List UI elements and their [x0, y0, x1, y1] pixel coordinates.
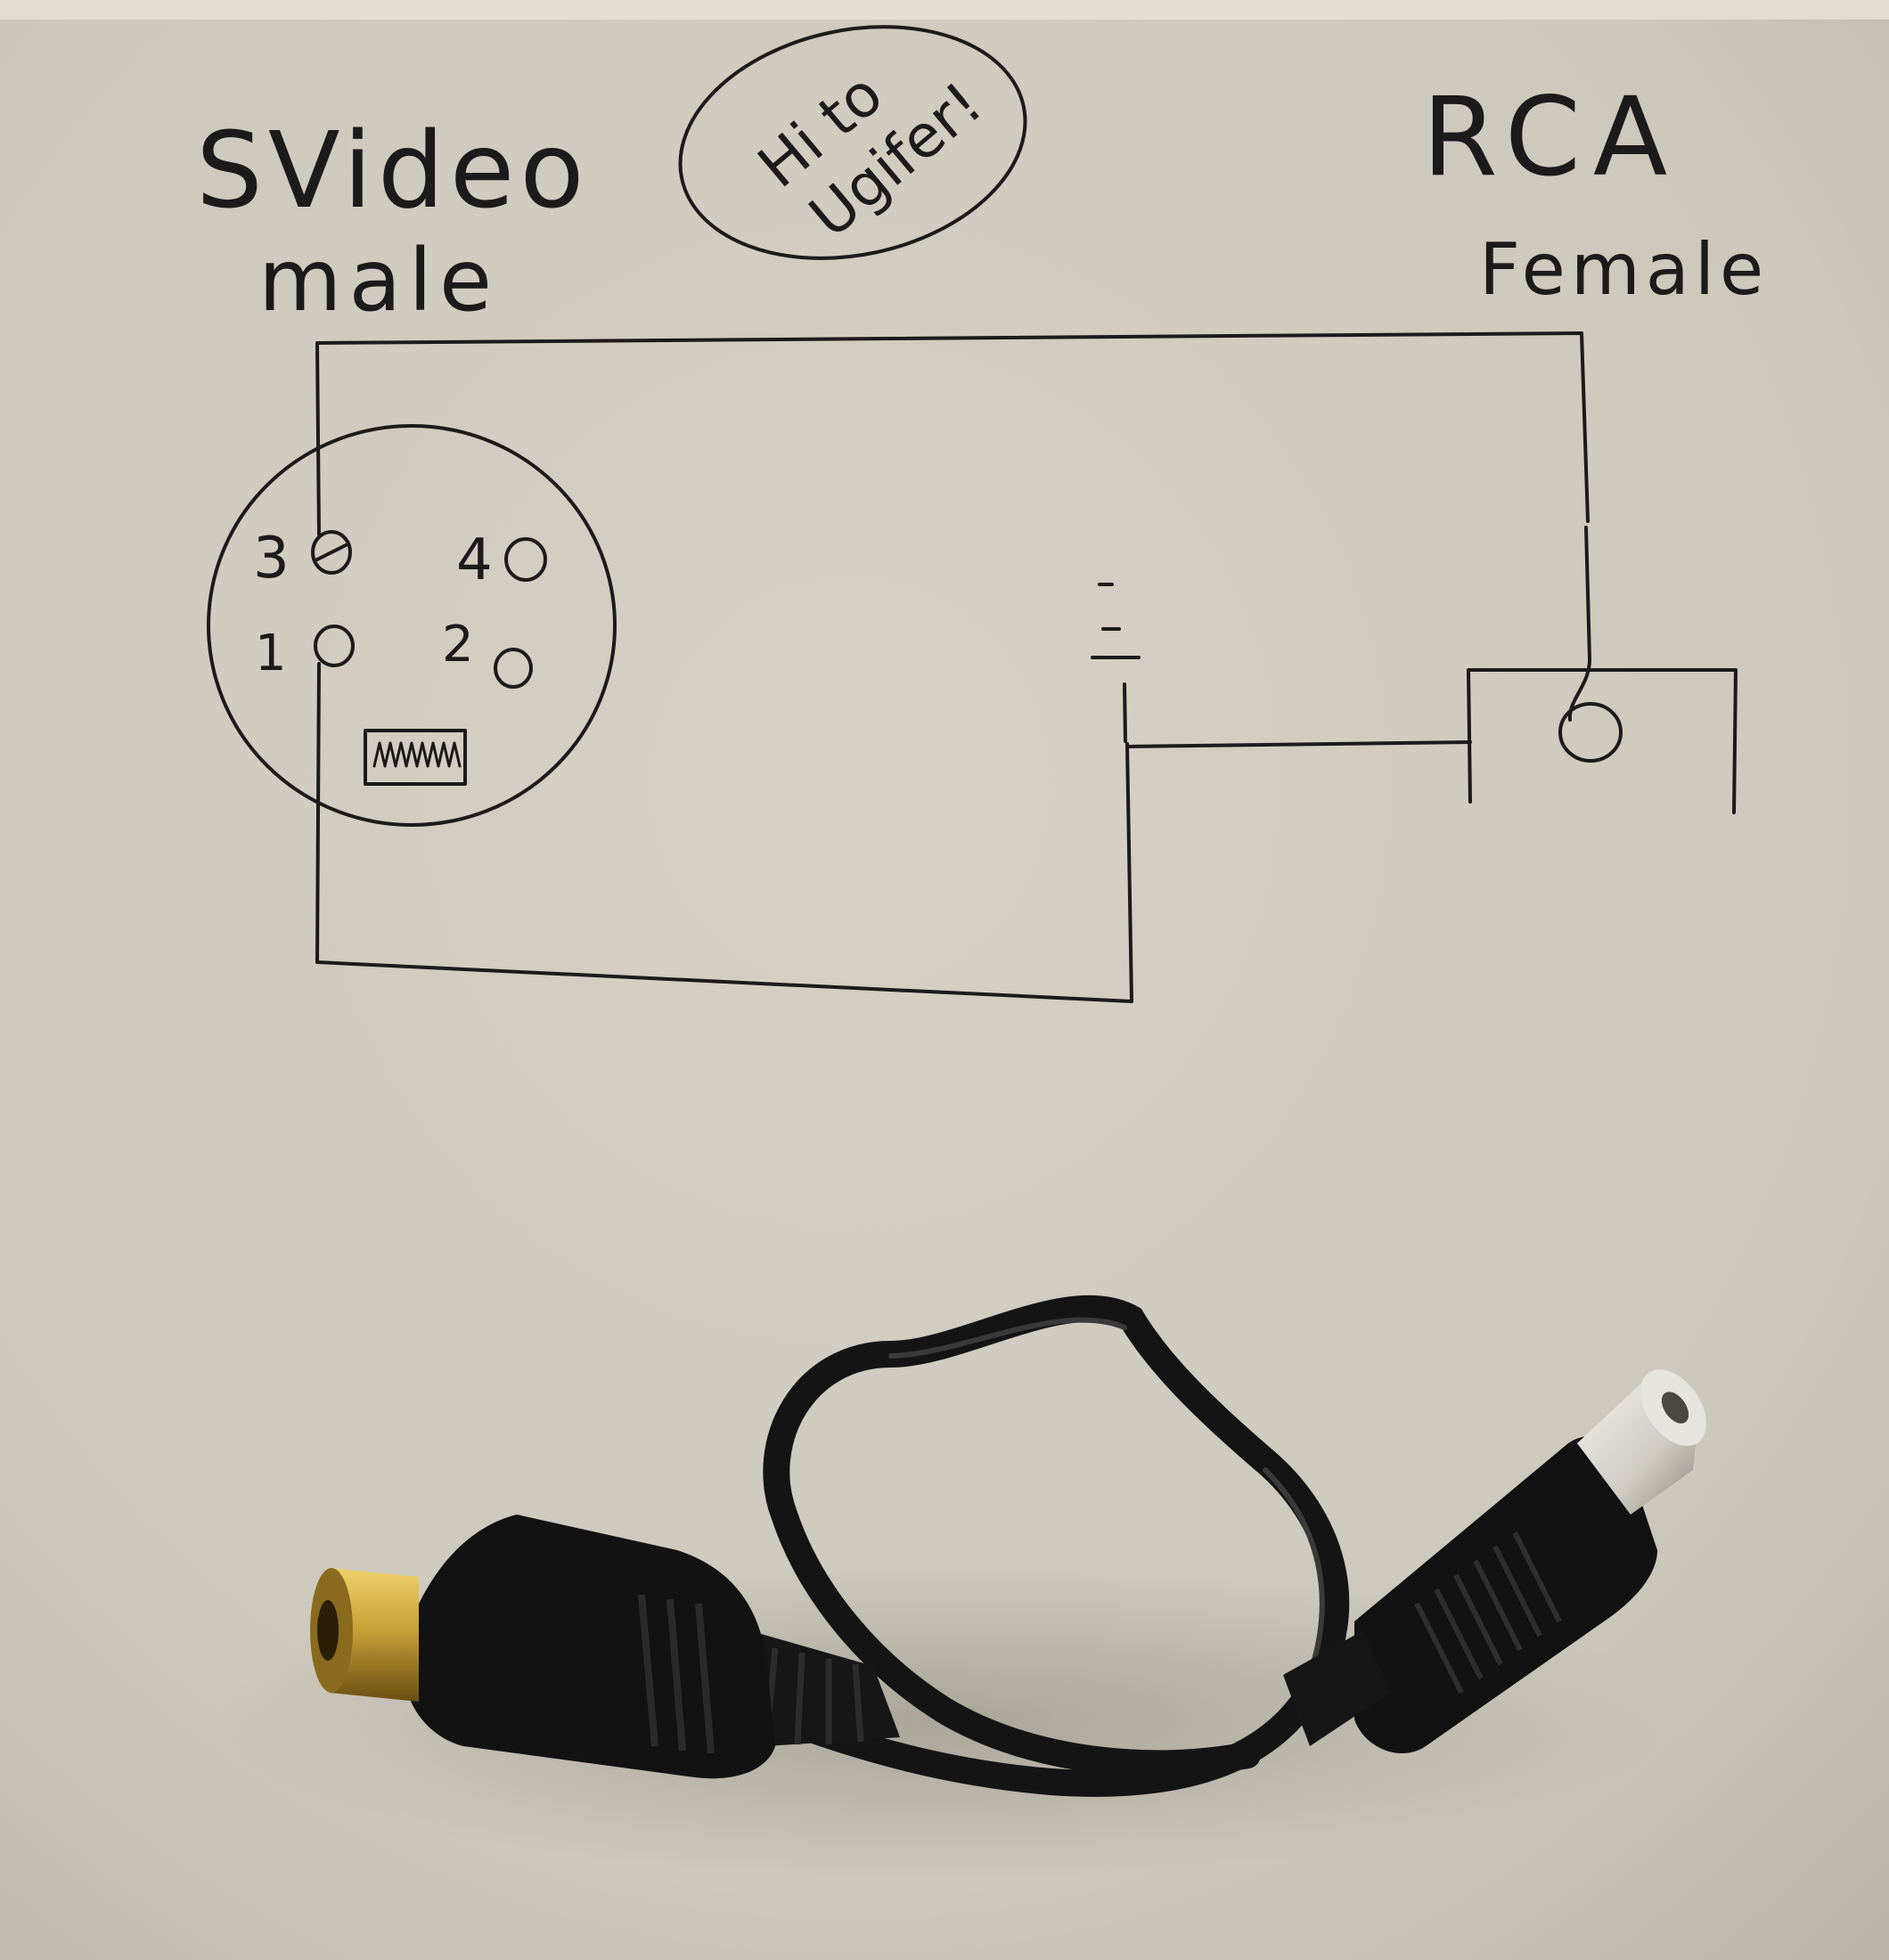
pin-4-circle	[504, 537, 547, 582]
cable-wire	[763, 1294, 1350, 1797]
rca-strain-relief	[1283, 1630, 1390, 1746]
rca-socket-outline	[1467, 668, 1738, 814]
pin-1-circle	[314, 625, 355, 667]
rca-center-pin	[1558, 702, 1623, 763]
svideo-subtitle: male	[258, 231, 499, 331]
wiring-diagram	[207, 25, 1738, 1003]
svideo-tip-hole	[317, 1600, 339, 1661]
key-slot-hatching	[372, 741, 462, 768]
pin-4-label: 4	[456, 527, 493, 593]
cable-highlight	[888, 1317, 1325, 1678]
pin-3-stroke	[315, 543, 348, 561]
ground-stem	[1123, 682, 1127, 743]
adapter-cable	[214, 1294, 1706, 1880]
rca-plug-body	[1354, 1435, 1657, 1754]
pin-3-circle	[311, 530, 352, 575]
pin-1-label: 1	[255, 625, 287, 682]
svideo-grip-ridges	[638, 1594, 715, 1754]
paper-top-edge	[0, 0, 1889, 20]
pin-2-label: 2	[442, 616, 474, 674]
wire-pin1-to-rca-shell	[315, 662, 1472, 1003]
svideo-connector-circle	[207, 424, 617, 827]
rca-grip-ridges	[1414, 1531, 1562, 1695]
svideo-key-slot	[364, 729, 467, 786]
svideo-title: SVideo	[196, 109, 590, 232]
rca-subtitle: Female	[1479, 228, 1769, 311]
strain-relief-ridges	[763, 1647, 864, 1745]
rca-tip-hole	[1661, 1392, 1689, 1424]
pin-2-circle	[494, 648, 533, 689]
rca-title: RCA	[1422, 74, 1680, 200]
greeting-bubble	[678, 25, 1027, 260]
pin-3-label: 3	[253, 526, 290, 592]
